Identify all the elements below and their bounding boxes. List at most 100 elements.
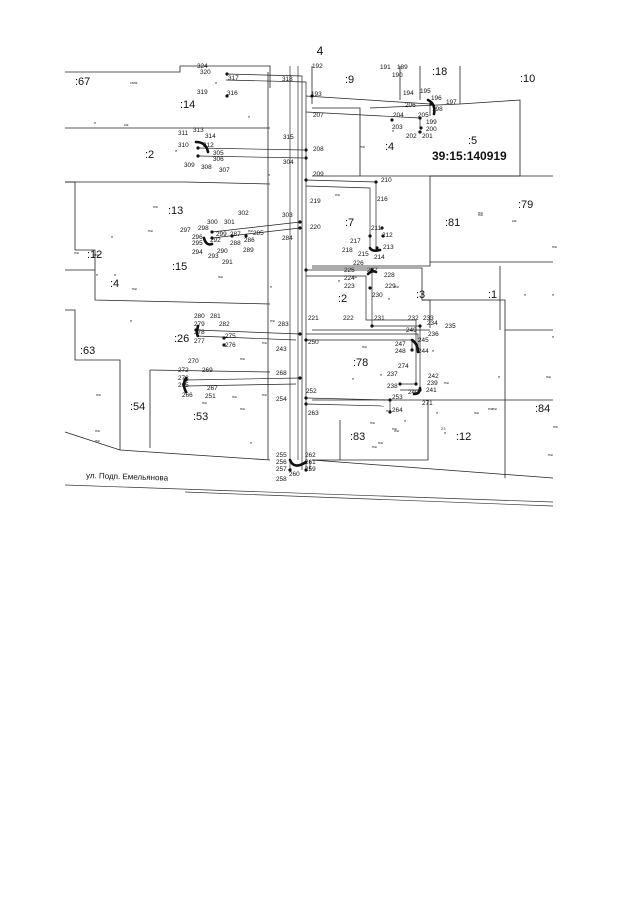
point-label-311: 311 (178, 130, 189, 137)
street-label: ул. Подп. Емельянова (86, 471, 169, 483)
point-label-209: 209 (313, 171, 324, 178)
point-label-214: 214 (374, 254, 385, 261)
survey-node-7 (196, 154, 200, 158)
map-marking-3: н (248, 114, 250, 119)
point-label-260: 260 (289, 471, 300, 478)
parcel-boundary-5 (65, 309, 121, 450)
map-marking-17: нж (153, 204, 158, 209)
survey-node-0 (225, 72, 229, 76)
survey-node-10 (304, 178, 308, 182)
map-marking-45: нж (362, 344, 367, 349)
map-marking-54: нж (232, 394, 237, 399)
point-label-288: 288 (230, 240, 241, 247)
survey-node-39 (222, 336, 226, 340)
point-label-274: 274 (398, 363, 409, 370)
point-label-319: 319 (197, 89, 208, 96)
route-bend-6 (410, 338, 420, 354)
point-label-218: 218 (342, 247, 353, 254)
point-label-251: 251 (205, 393, 216, 400)
survey-node-18 (304, 268, 308, 272)
point-label-231: 231 (374, 315, 385, 322)
point-label-227: 227 (367, 267, 378, 274)
map-marking-25: н (130, 318, 132, 323)
survey-node-19 (370, 268, 374, 272)
point-label-313: 313 (193, 127, 204, 134)
point-label-191: 191 (380, 64, 391, 71)
route-bend-1 (194, 140, 210, 154)
map-marking-9: нж (335, 192, 340, 197)
point-label-240: 240 (408, 389, 419, 396)
map-lines (64, 65, 554, 507)
parcel-boundary-22 (311, 459, 554, 479)
point-label-291: 291 (222, 259, 233, 266)
point-label-239: 239 (427, 380, 438, 387)
map-marking-8: н (392, 128, 394, 133)
point-label-316: 316 (227, 90, 238, 97)
point-label-259: 259 (305, 466, 316, 473)
point-label-256: 256 (276, 459, 287, 466)
map-marking-21: н (338, 278, 340, 283)
point-label-220: 220 (310, 224, 321, 231)
point-label-207: 207 (313, 112, 324, 119)
map-marking-51: н (444, 430, 446, 435)
survey-node-13 (375, 246, 379, 250)
map-marking-62: нж (378, 440, 383, 445)
point-label-190: 190 (392, 72, 403, 79)
map-marking-11: нж (148, 228, 153, 233)
map-marking-46: н (432, 348, 434, 353)
map-marking-38: нж (546, 374, 551, 379)
map-marking-48: нж (386, 408, 391, 413)
point-label-306: 306 (213, 156, 224, 163)
map-marking-37: н (552, 334, 554, 339)
route-line-5 (197, 155, 305, 159)
survey-node-14 (210, 230, 214, 234)
map-marking-41: нж (492, 406, 497, 411)
parcel-label-12: :12 (87, 249, 102, 261)
point-label-281: 281 (210, 313, 221, 320)
point-label-324: 324 (197, 63, 208, 70)
point-label-235: 235 (445, 323, 456, 330)
point-label-302: 302 (238, 210, 249, 217)
parcel-label-19: :26 (174, 333, 189, 345)
point-label-304: 304 (283, 159, 294, 166)
point-label-228: 228 (384, 272, 395, 279)
route-bend-0 (426, 98, 436, 116)
page-number: 4 (316, 44, 324, 58)
point-label-230: 230 (372, 292, 383, 299)
point-label-216: 216 (377, 196, 388, 203)
map-marking-60: нж (95, 428, 100, 433)
map-marking-10: нж (248, 228, 253, 233)
point-label-272: 272 (178, 367, 189, 374)
route-line-6 (305, 179, 377, 248)
point-label-280: 280 (194, 313, 205, 320)
point-label-284: 284 (282, 235, 293, 242)
map-marking-28: нж (240, 356, 245, 361)
map-marking-18: нж (218, 274, 223, 279)
map-marking-52: н (436, 410, 438, 415)
point-label-265: 265 (178, 382, 189, 389)
point-label-273: 273 (178, 375, 189, 382)
parcel-boundary-12 (312, 175, 431, 267)
point-label-224: 224 (344, 275, 355, 282)
route-line-16 (185, 377, 301, 381)
point-label-292: 292 (210, 237, 221, 244)
point-label-203: 203 (392, 124, 403, 131)
point-label-303: 303 (282, 212, 293, 219)
survey-node-44 (380, 226, 384, 230)
survey-node-38 (244, 234, 248, 238)
survey-node-28 (410, 348, 414, 352)
point-label-312: 312 (203, 142, 214, 149)
survey-node-17 (298, 226, 302, 230)
map-marking-55: нж (262, 392, 267, 397)
point-label-222: 222 (343, 315, 354, 322)
point-label-317: 317 (228, 75, 239, 82)
point-label-289: 289 (243, 247, 254, 254)
map-marking-4: кж (124, 122, 129, 127)
map-marking-53: нж (370, 420, 375, 425)
point-label-320: 320 (200, 69, 211, 76)
survey-node-45 (368, 286, 372, 290)
point-label-300: 300 (207, 219, 218, 226)
parcel-label-6: :4 (385, 141, 394, 153)
map-marking-15: н (96, 272, 98, 277)
point-label-315: 315 (283, 134, 294, 141)
